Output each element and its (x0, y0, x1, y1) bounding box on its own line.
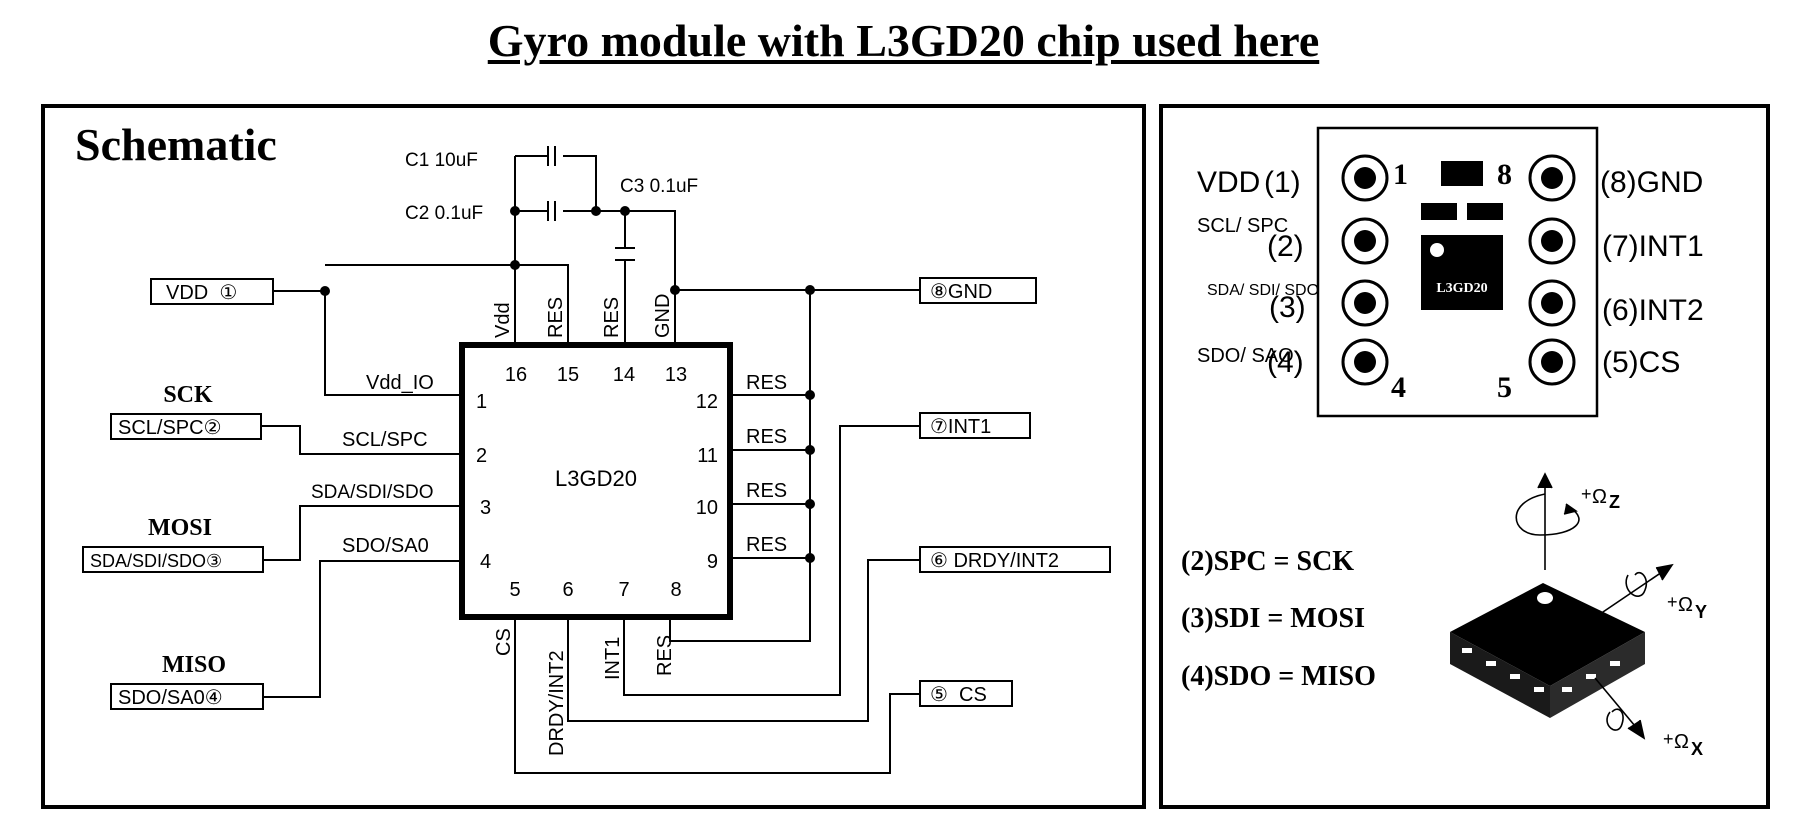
sdo-sa0-wire-label: SDO/SA0 (342, 535, 429, 557)
x-plus: + (1663, 729, 1674, 749)
sdo-sao-pin-num: (4) (1267, 346, 1304, 379)
int1-pin-label: (7)INT1 (1602, 230, 1704, 263)
gnd-pin-label: (8)GND (1600, 166, 1703, 199)
y-axis-label: Y (1695, 602, 1707, 622)
axis-labels: + Ω Z + Ω Y + Ω X (1581, 484, 1707, 759)
res-10-label: RES (746, 480, 787, 502)
c3-label: C3 0.1uF (620, 176, 698, 197)
gnd-connector: ⑧GND (930, 281, 992, 303)
pin-6-number: 6 (562, 579, 573, 601)
res-12-label: RES (746, 372, 787, 394)
pin-5-label: CS (493, 628, 515, 656)
scl-connector: SCL/SPC② (118, 417, 222, 439)
pin-14-number: 14 (613, 364, 635, 386)
pin-10-number: 10 (696, 497, 718, 519)
pin-14-label: RES (601, 297, 623, 338)
pin1-marker: 1 (1393, 158, 1408, 191)
pin-7-number: 7 (618, 579, 629, 601)
pin-11-number: 11 (697, 445, 718, 467)
mapping-mosi: (3)SDI = MOSI (1181, 603, 1365, 634)
mapping-sck: (2)SPC = SCK (1181, 546, 1354, 577)
module-panel (1159, 104, 1770, 809)
sda-pin-num: (3) (1269, 291, 1306, 324)
page-title: Gyro module with L3GD20 chip used here (487, 15, 1320, 66)
pin-6-label: DRDY/INT2 (546, 650, 568, 756)
chip-3d-illustration (1450, 583, 1645, 718)
module-board (1316, 126, 1599, 418)
x-omega: Ω (1674, 731, 1689, 753)
schematic-panel (41, 104, 1146, 809)
pin4-marker: 4 (1391, 371, 1406, 404)
sdo-connector: SDO/SA0④ (118, 687, 223, 709)
mapping-miso: (4)SDO = MISO (1181, 661, 1376, 692)
l3gd20-chip-body (459, 342, 733, 620)
smd-component (1421, 203, 1457, 220)
module-pad-holes (1354, 167, 1563, 373)
pin-13-number: 13 (665, 364, 687, 386)
res-11-label: RES (746, 426, 787, 448)
sda-wire-label: SDA/SDI/SDO (311, 482, 433, 503)
pin-9-number: 9 (707, 551, 718, 573)
res-9-label: RES (746, 534, 787, 556)
module-chip-label: L3GD20 (1436, 281, 1487, 296)
smd-component (1441, 161, 1483, 186)
pin-5-number: 5 (509, 579, 520, 601)
schematic-wires (261, 146, 920, 774)
z-plus: + (1581, 484, 1592, 504)
int1-connector: ⑦INT1 (930, 416, 991, 438)
pin-1-number: 1 (476, 391, 487, 413)
pin-15-number: 15 (557, 364, 579, 386)
pin-16-label: Vdd (492, 302, 514, 338)
schematic-heading: Schematic (75, 119, 277, 170)
sda-pin-label: SDA/ SDI/ SDO (1207, 282, 1319, 299)
pin-4-number: 4 (480, 551, 491, 573)
scl-spc-pin-label: SCL/ SPC (1197, 215, 1288, 237)
chip-pin1-dot (1430, 243, 1444, 257)
c1-label: C1 10uF (405, 150, 478, 171)
y-omega: Ω (1678, 594, 1693, 616)
junction-dots (320, 206, 815, 563)
y-plus: + (1667, 592, 1678, 612)
scl-spc-pin-num: (2) (1267, 230, 1304, 263)
sda-connector: SDA/SDI/SDO③ (90, 551, 222, 571)
vdd-pin-num: (1) (1264, 166, 1301, 199)
c2-label: C2 0.1uF (405, 203, 483, 224)
pin-15-label: RES (545, 297, 567, 338)
pin-8-label: RES (654, 635, 676, 676)
smd-component (1467, 203, 1503, 220)
vdd-pin-label: VDD (1197, 166, 1260, 199)
x-axis-label: X (1691, 739, 1703, 759)
z-axis-label: Z (1609, 492, 1620, 512)
pin-7-label: INT1 (602, 637, 624, 680)
pin-12-number: 12 (696, 391, 718, 413)
sck-header: SCK (163, 382, 213, 408)
rotation-axes (1515, 472, 1674, 740)
chip-name: L3GD20 (555, 466, 637, 491)
int2-connector: ⑥ DRDY/INT2 (930, 550, 1059, 572)
cs-connector: ⑤ CS (930, 684, 987, 706)
miso-header: MISO (162, 652, 226, 678)
scl-spc-wire-label: SCL/SPC (342, 429, 428, 451)
mosi-header: MOSI (148, 515, 212, 541)
pin8-marker: 8 (1497, 158, 1512, 191)
connector-boxes (82, 277, 1111, 710)
pin-2-number: 2 (476, 445, 487, 467)
pin-8-number: 8 (670, 579, 681, 601)
pin-13-label: GND (652, 294, 674, 338)
int2-pin-label: (6)INT2 (1602, 294, 1704, 327)
sdo-sao-pin-label: SDO/ SAO (1197, 345, 1294, 367)
cs-pin-label: (5)CS (1602, 346, 1680, 379)
pin-16-number: 16 (505, 364, 527, 386)
pin5-marker: 5 (1497, 371, 1512, 404)
vdd-connector: VDD ① (166, 282, 237, 304)
z-omega: Ω (1592, 486, 1607, 508)
vdd-io-wire-label: Vdd_IO (366, 372, 434, 394)
pin-3-number: 3 (480, 497, 491, 519)
